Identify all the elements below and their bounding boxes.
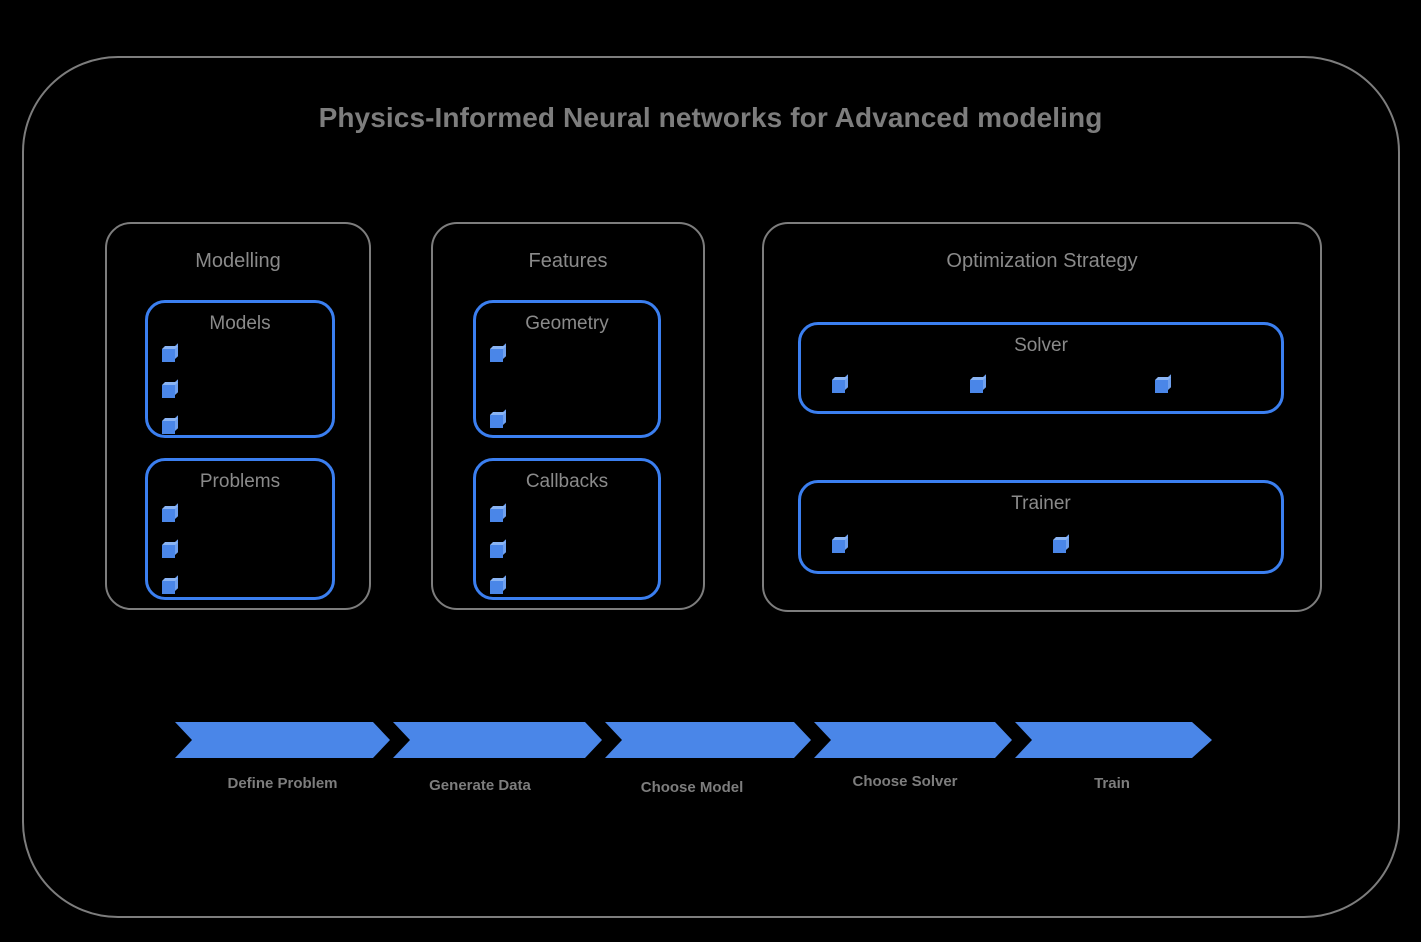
bullet-cube-icon xyxy=(832,380,845,393)
group-modelling-label: Modelling xyxy=(195,250,281,272)
group-modelling: Modelling xyxy=(105,222,371,610)
box-trainer-label: Trainer xyxy=(1011,493,1071,514)
pipeline-step-0-label: Define Problem xyxy=(227,775,338,792)
box-solver[interactable]: Solver xyxy=(798,322,1284,414)
bullet-cube-icon xyxy=(162,581,175,594)
diagram-outer-frame xyxy=(22,56,1400,918)
box-problems-label: Problems xyxy=(199,471,281,492)
box-models-label: Models xyxy=(209,313,271,334)
bullet-cube-icon xyxy=(162,385,175,398)
bullet-cube-icon xyxy=(162,349,175,362)
bullet-cube-icon xyxy=(490,509,503,522)
box-problems[interactable]: Problems xyxy=(145,458,335,600)
bullet-cube-icon xyxy=(162,421,175,434)
bullet-cube-icon xyxy=(162,545,175,558)
box-callbacks-label: Callbacks xyxy=(525,471,609,492)
pipeline-step-1-label: Generate Data xyxy=(429,777,531,794)
bullet-cube-icon xyxy=(490,415,503,428)
bullet-cube-icon xyxy=(490,349,503,362)
pipeline-step-4-label: Train xyxy=(1094,775,1130,792)
page-title: Physics-Informed Neural networks for Adv… xyxy=(318,102,1103,133)
box-geometry-label: Geometry xyxy=(525,313,609,334)
group-features: Features xyxy=(431,222,705,610)
bullet-cube-icon xyxy=(832,540,845,553)
pipeline-step-3[interactable] xyxy=(814,722,1012,758)
pipeline-step-0[interactable] xyxy=(175,722,390,758)
pipeline-step-4[interactable] xyxy=(1015,722,1212,758)
pipeline-step-3-label: Choose Solver xyxy=(852,773,958,790)
box-models[interactable]: Models xyxy=(145,300,335,438)
group-features-label: Features xyxy=(528,250,608,272)
bullet-cube-icon xyxy=(490,545,503,558)
pipeline-flow xyxy=(175,722,1212,758)
bullet-cube-icon xyxy=(970,380,983,393)
box-solver-label: Solver xyxy=(1014,335,1068,356)
group-optimization-strategy-label: Optimization Strategy xyxy=(946,250,1138,272)
box-trainer[interactable]: Trainer xyxy=(798,480,1284,574)
group-optimization-strategy: Optimization Strategy xyxy=(762,222,1322,612)
bullet-cube-icon xyxy=(1053,540,1066,553)
pipeline-step-2-label: Choose Model xyxy=(640,779,744,796)
bullet-cube-icon xyxy=(162,509,175,522)
box-geometry[interactable]: Geometry xyxy=(473,300,661,438)
bullet-cube-icon xyxy=(1155,380,1168,393)
box-callbacks[interactable]: Callbacks xyxy=(473,458,661,600)
pipeline-step-2[interactable] xyxy=(605,722,811,758)
pipeline-step-1[interactable] xyxy=(393,722,602,758)
bullet-cube-icon xyxy=(490,581,503,594)
